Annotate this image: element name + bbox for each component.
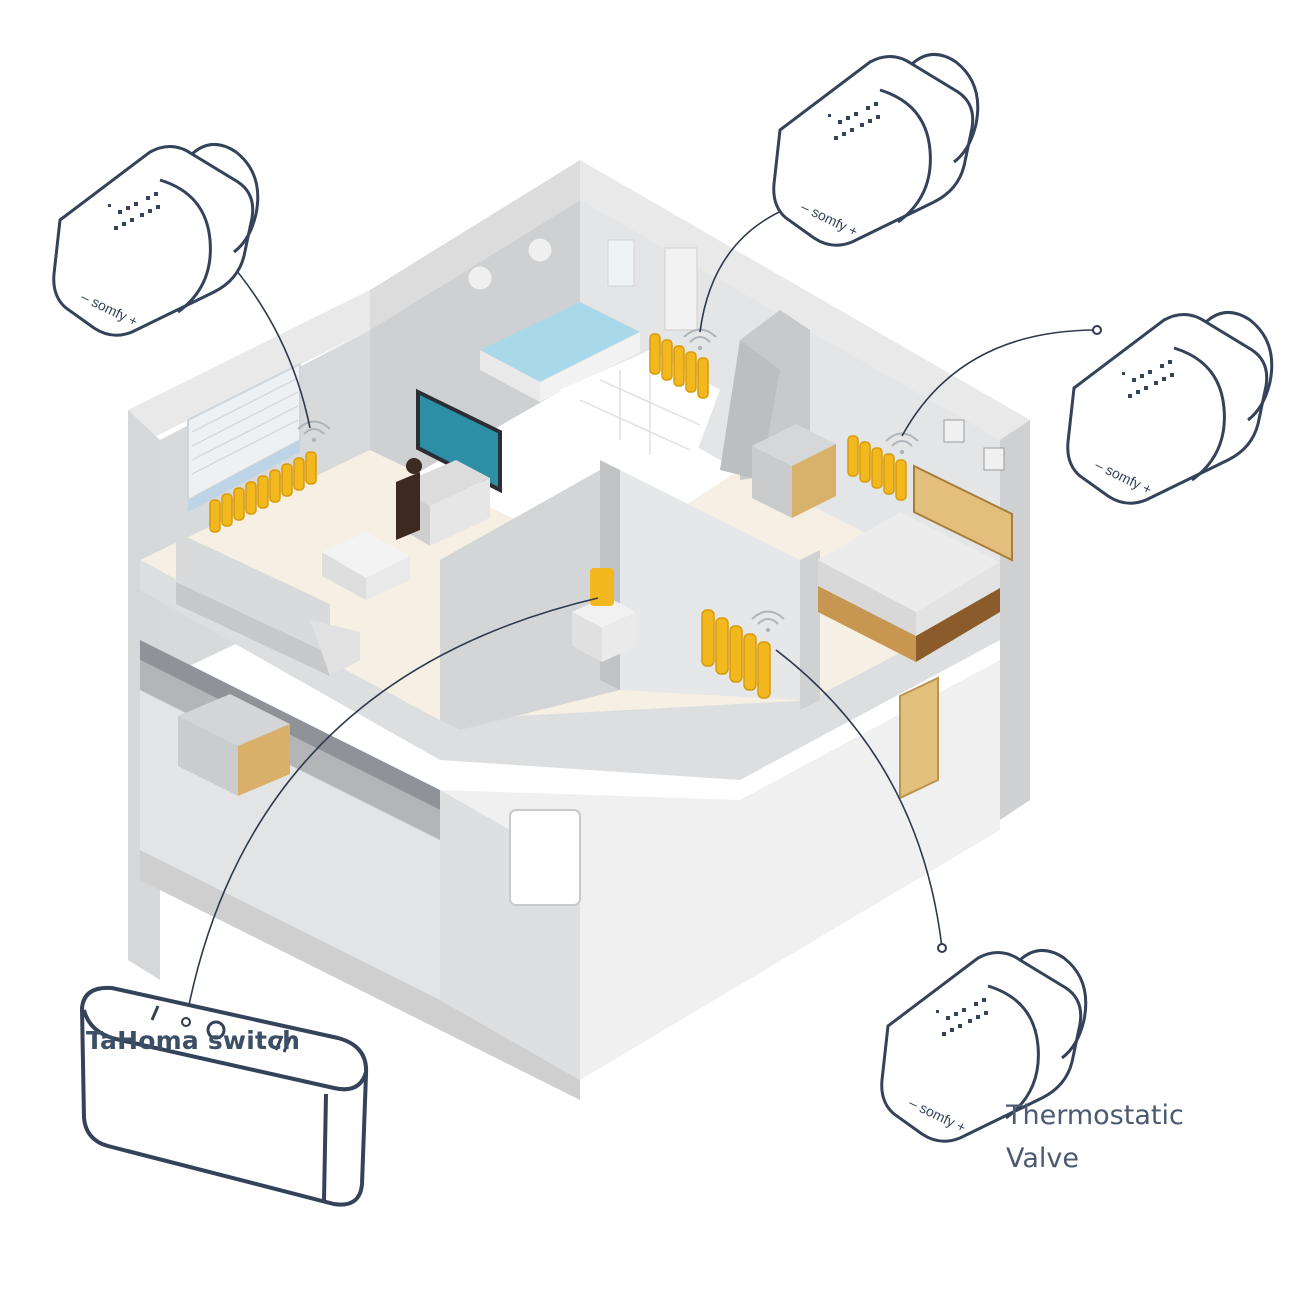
bathtub-water [480,302,640,382]
valve-label-line1: Thermostatic [1006,1100,1184,1131]
boiler [509,809,581,906]
left-wall-top [128,290,370,450]
valve-label: Thermostatic Valve [1006,1094,1184,1180]
house-cutaway [128,160,1030,1100]
floor-slab-edge [140,560,1000,780]
ground-door [899,676,939,800]
bed-headboard [913,464,1013,562]
partition-wall [440,470,620,730]
hub-device-in-house [590,568,614,606]
right-wall-edge [1000,420,1030,820]
tv [416,388,502,494]
radiator-living [209,451,317,533]
connector-lines [185,207,1098,1021]
radiator-hall [701,609,771,699]
right-wall-top [580,160,1030,460]
hub-label: TaHoma switch [86,1026,301,1055]
radiator-bedroom [847,435,907,501]
valve-label-line2: Valve [1006,1143,1080,1174]
bed-mattress [818,512,1000,612]
thermostatic-valve-icon [52,142,260,337]
thermostatic-valve-icon [1066,310,1274,505]
tahoma-switch-icon [79,985,369,1207]
thermostatic-valve-icon [772,52,980,247]
radiator-bathroom [649,333,709,399]
